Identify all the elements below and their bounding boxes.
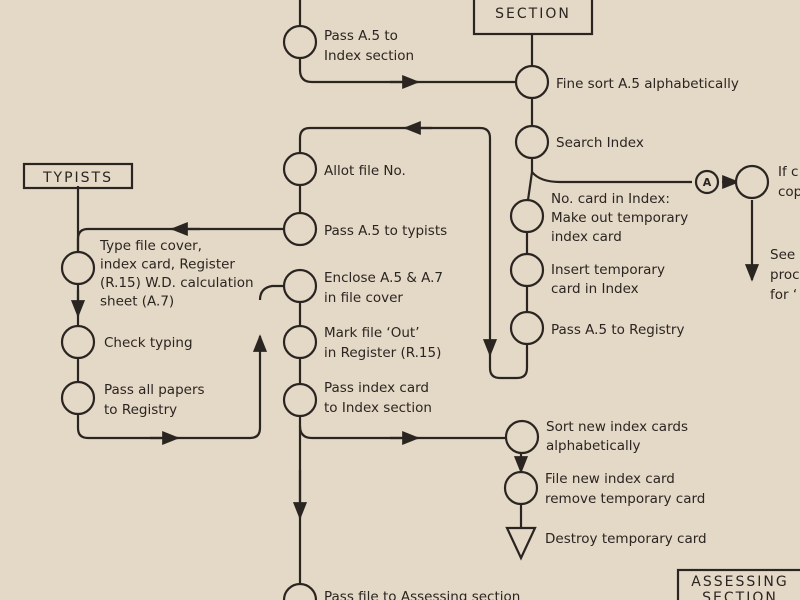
node-label-line: Allot file No. (324, 163, 406, 179)
destroy-triangle (505, 526, 537, 561)
node-label-line: See (770, 247, 795, 263)
node-label-line: in Register (R.15) (324, 345, 441, 361)
section-box: SECTION (472, 0, 594, 36)
flow-lines (70, 0, 760, 586)
node-fine-sort: Fine sort A.5 alphabetically (514, 64, 739, 100)
node-circle (282, 324, 318, 360)
node-search-index: Search Index (514, 124, 644, 160)
node-circle (282, 151, 318, 187)
node-label-line: Enclose A.5 & A.7 (324, 270, 443, 286)
node-label-line: Search Index (556, 135, 644, 151)
node-circle (60, 324, 96, 360)
node-label-line: index card, Register (100, 257, 235, 273)
node-check-typing: Check typing (60, 324, 193, 360)
node-label-line: Index section (324, 48, 414, 64)
node-circle (514, 124, 550, 160)
node-label-line: Type file cover, (99, 238, 202, 254)
node-pass-a5-index: Pass A.5 to Index section (282, 24, 414, 64)
node-label-line: Insert temporary (551, 262, 665, 278)
typists-box: TYPISTS (22, 162, 134, 190)
node-label-line: Pass index card (324, 380, 429, 396)
node-pass-file: Pass file to Assessing section (282, 582, 520, 600)
node-circle (282, 268, 318, 304)
node-circle (282, 211, 318, 247)
node-insert-temp: Insert temporary card in Index (509, 252, 665, 297)
node-label-line: Pass A.5 to (324, 28, 398, 44)
node-right-if: If c cop (734, 164, 800, 200)
assessing-box: ASSESSING SECTION (676, 568, 800, 600)
node-label-line: remove temporary card (545, 491, 705, 507)
node-label-line: Pass A.5 to Registry (551, 322, 684, 338)
node-label-line: Pass all papers (104, 382, 205, 398)
node-right-see: See proc for ‘ (770, 247, 800, 303)
node-circle (514, 64, 550, 100)
node-label-line: index card (551, 229, 622, 245)
node-pass-card: Pass index card to Index section (282, 380, 432, 418)
node-label-line: Fine sort A.5 alphabetically (556, 76, 739, 92)
connector-a: A (694, 169, 720, 195)
node-circle (60, 250, 96, 286)
node-pass-papers: Pass all papers to Registry (60, 380, 205, 418)
node-label-line: Mark file ‘Out’ (324, 325, 420, 341)
node-label-line: cop (778, 184, 800, 200)
node-no-card: No. card in Index: Make out temporary inde… (509, 191, 688, 245)
node-label-line: card in Index (551, 281, 639, 297)
typists-box-label: TYPISTS (42, 170, 113, 186)
node-circle (509, 310, 545, 346)
node-sort-new: Sort new index cards alphabetically (504, 419, 688, 455)
node-label-line: to Index section (324, 400, 432, 416)
node-label-line: No. card in Index: (551, 191, 670, 207)
node-circle (503, 470, 539, 506)
section-box-label: SECTION (495, 6, 571, 22)
node-pass-registry: Pass A.5 to Registry (509, 310, 684, 346)
node-label-line: to Registry (104, 402, 177, 418)
node-label-line: for ‘ (770, 287, 797, 303)
node-destroy: Destroy temporary card (545, 531, 707, 547)
node-circle (504, 419, 540, 455)
node-label-line: sheet (A.7) (100, 294, 174, 310)
node-circle (509, 198, 545, 234)
node-label-line: If c (778, 164, 798, 180)
node-circle (282, 582, 318, 600)
node-label-line: Make out temporary (551, 210, 688, 226)
node-label-line: Check typing (104, 335, 193, 351)
assessing-box-label-2: SECTION (702, 590, 778, 600)
node-allot-file: Allot file No. (282, 151, 406, 187)
node-label-line: alphabetically (546, 438, 641, 454)
node-file-new: File new index card remove temporary card (503, 470, 705, 507)
node-label-line: Pass A.5 to typists (324, 223, 447, 239)
node-label-line: in file cover (324, 290, 403, 306)
node-enclose: Enclose A.5 & A.7 in file cover (282, 268, 443, 306)
node-type-cover: Type file cover, index card, Register (R.1… (60, 238, 254, 310)
node-label-line: Sort new index cards (546, 419, 688, 435)
node-circle (282, 24, 318, 60)
node-pass-typists: Pass A.5 to typists (282, 211, 447, 247)
connector-a-label: A (703, 176, 712, 189)
node-circle (509, 252, 545, 288)
node-label-line: (R.15) W.D. calculation (100, 275, 254, 291)
assessing-box-label-1: ASSESSING (691, 574, 788, 590)
node-label-line: Destroy temporary card (545, 531, 707, 547)
node-circle (60, 380, 96, 416)
node-label-line: File new index card (545, 471, 675, 487)
node-label-line: proc (770, 267, 800, 283)
node-circle (282, 382, 318, 418)
node-circle (734, 164, 770, 200)
node-label-line: Pass file to Assessing section (324, 589, 520, 600)
node-mark-out: Mark file ‘Out’ in Register (R.15) (282, 324, 441, 361)
